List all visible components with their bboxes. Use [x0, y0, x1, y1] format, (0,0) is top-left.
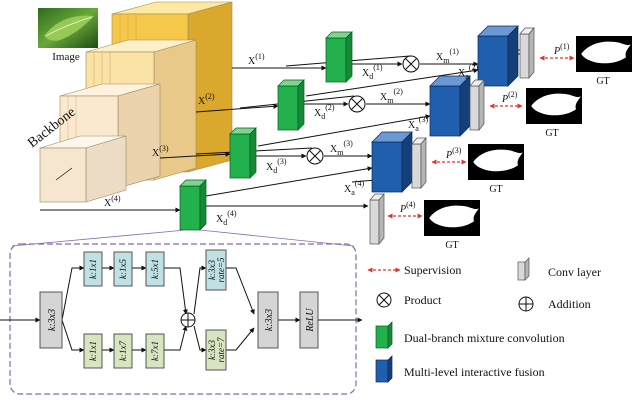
label-x2: X(2) [198, 92, 215, 107]
gt-label-4: GT [445, 240, 458, 251]
legend-multi-level: Multi-level interactive fusion [375, 355, 545, 383]
legend-product: Product [376, 292, 442, 308]
label-xm1: Xm(1) [436, 47, 459, 65]
label-p2: P(2) [501, 90, 518, 105]
detail-block-k1x1-top: k:1x1 [83, 251, 103, 287]
connections [40, 49, 520, 213]
svg-text:Conv layer: Conv layer [548, 265, 601, 279]
supervision-arrows [387, 55, 575, 219]
circle-plus-icon [180, 312, 196, 328]
circle-times-icon [376, 292, 392, 308]
label-x3: X(3) [152, 144, 169, 159]
legend-dual-branch: Dual-branch mixture convolution [375, 321, 565, 349]
label-p3: P(3) [445, 146, 462, 161]
svg-text:Multi-level interactive fusion: Multi-level interactive fusion [404, 365, 545, 379]
feature-labels: X(1) X(2) X(3) X(4) Xd(1) Xd(2) Xd(3) Xd… [104, 42, 570, 227]
fusion-block-2 [429, 75, 471, 137]
circle-plus-icon [518, 296, 534, 312]
dual-branch-block-1 [325, 31, 353, 83]
conv-layer-3 [411, 137, 427, 189]
detail-block-k1x7: k:1x7 [113, 333, 133, 369]
detail-block-k7x1: k:7x1 [145, 333, 165, 369]
circle-times-icon [402, 55, 420, 73]
label-x1: X(1) [248, 52, 265, 67]
label-xd4: Xd(4) [216, 209, 237, 227]
gt-mask-3: GT [468, 144, 524, 195]
backbone-block-1 [39, 135, 127, 203]
svg-text:k:1x1: k:1x1 [88, 259, 98, 279]
detail-block-k1x5: k:1x5 [113, 251, 133, 287]
svg-text:k:3x3: k:3x3 [207, 340, 217, 360]
label-p4: P(4) [399, 200, 416, 215]
detail-panel: k:3x3 k:1x1 k:1x5 k:5x1 k:1x1 k:1x7 k:7x… [0, 229, 363, 395]
input-image: Image [38, 8, 98, 63]
svg-text:k:3x3: k:3x3 [207, 260, 217, 280]
label-xa3: Xa(4) [344, 179, 364, 197]
circle-times-icon [348, 95, 366, 113]
label-xd3: Xd(3) [266, 157, 287, 175]
legend-addition: Addition [518, 296, 591, 312]
legend-supervision: Supervision [367, 263, 461, 277]
label-xm2: Xm(2) [380, 87, 403, 105]
detail-block-dilated-rate7: k:3x3 rate=7 [205, 329, 227, 371]
legend-conv-layer: Conv layer [517, 257, 601, 281]
gt-label-2: GT [545, 128, 558, 139]
svg-text:k:1x1: k:1x1 [88, 341, 98, 361]
svg-text:k:5x1: k:5x1 [150, 259, 160, 279]
detail-block-k3x3-merge: k:3x3 [257, 291, 279, 349]
detail-block-dilated-rate5: k:3x3 rate=5 [205, 249, 227, 291]
conv-layers [369, 27, 535, 245]
dual-branch-blocks [179, 31, 353, 231]
gt-mask-4: GT [424, 200, 480, 251]
detail-block-k5x1: k:5x1 [145, 251, 165, 287]
svg-text:Product: Product [404, 293, 442, 307]
svg-text:Supervision: Supervision [404, 263, 461, 277]
svg-text:k:3x3: k:3x3 [47, 309, 58, 331]
dual-branch-block-3 [229, 127, 257, 179]
detail-block-k3x3-entry: k:3x3 [39, 291, 63, 349]
svg-text:k:1x5: k:1x5 [118, 259, 128, 279]
fusion-blocks [371, 25, 519, 193]
svg-text:k:1x7: k:1x7 [118, 341, 128, 361]
gt-mask-2: GT [526, 88, 582, 139]
label-xa1: Xa(2) [458, 63, 478, 81]
label-x4: X(4) [104, 194, 121, 209]
dual-branch-block-4 [179, 179, 207, 231]
label-p1: P(1) [553, 42, 570, 57]
gt-label-1: GT [596, 76, 609, 87]
fusion-block-1 [477, 25, 519, 87]
svg-text:Addition: Addition [548, 297, 591, 311]
svg-text:k:3x3: k:3x3 [264, 309, 275, 331]
label-xd2: Xd(2) [314, 103, 335, 121]
backbone: Backbone [25, 1, 233, 203]
label-xd1: Xd(1) [362, 63, 383, 81]
label-xa2: Xa(3) [408, 115, 428, 133]
svg-text:Dual-branch mixture convolutio: Dual-branch mixture convolution [404, 331, 565, 345]
dual-branch-block-2 [277, 79, 305, 131]
conv-layer-1 [519, 27, 535, 79]
detail-block-relu: ReLU [299, 291, 319, 349]
svg-text:k:7x1: k:7x1 [150, 341, 160, 361]
detail-block-k1x1-bottom: k:1x1 [83, 333, 103, 369]
product-nodes [306, 55, 420, 165]
label-xm3: Xm(3) [330, 139, 353, 157]
gt-mask-1: GT [576, 36, 632, 87]
legend: Supervision Conv layer Product Addition … [367, 257, 601, 383]
svg-text:ReLU: ReLU [305, 308, 316, 333]
conv-layer-4 [369, 193, 385, 245]
circle-times-icon [306, 147, 324, 165]
gt-masks: GT GT GT GT [424, 36, 632, 251]
svg-text:rate=7: rate=7 [216, 337, 226, 363]
image-label: Image [52, 51, 80, 63]
fusion-block-3 [371, 131, 413, 193]
svg-text:rate=5: rate=5 [216, 257, 226, 283]
gt-label-3: GT [489, 184, 502, 195]
detail-frame [9, 243, 357, 395]
conv-layer-2 [469, 79, 485, 131]
